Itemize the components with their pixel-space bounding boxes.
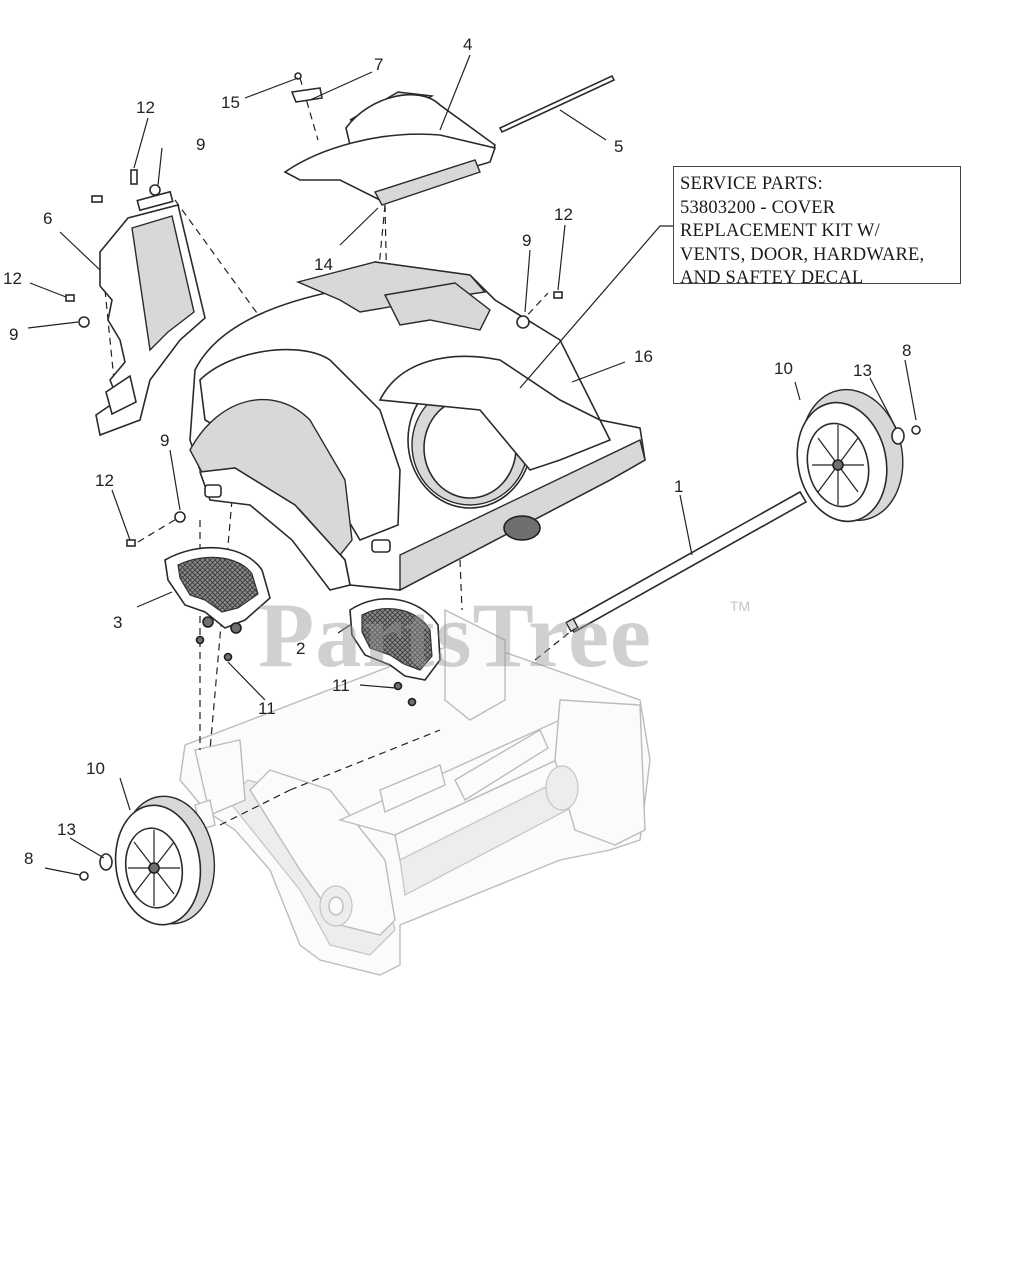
- bolt-12-right: [553, 291, 563, 299]
- part-10-left-wheel: [114, 795, 216, 926]
- bolt-top-left: [91, 195, 103, 203]
- callout-12-right: 12: [554, 205, 573, 224]
- callout-8-left: 8: [24, 849, 33, 868]
- callout-11-right: 11: [258, 699, 276, 718]
- part-3-left-vent: [164, 546, 271, 662]
- callout-numbers: 1 2 3 4 5 6 7 8 8 9 9 9 9 10 10 11 11 12…: [3, 35, 911, 868]
- callout-9-mid: 9: [160, 431, 169, 450]
- nut-9-left: [78, 316, 90, 328]
- callout-13-right: 13: [853, 361, 872, 380]
- service-note-line-3: REPLACEMENT KIT W/: [680, 221, 880, 241]
- service-parts-note: SERVICE PARTS: 53803200 - COVER REPLACEM…: [673, 166, 961, 288]
- callout-7: 7: [374, 55, 383, 74]
- nut-9-top: [149, 184, 161, 196]
- callout-8-right: 8: [902, 341, 911, 360]
- callout-10-left: 10: [86, 759, 105, 778]
- washer-13-right: [891, 427, 905, 445]
- callout-2: 2: [296, 639, 305, 658]
- part-6-side-panel: [95, 190, 206, 437]
- callout-12-mid: 12: [95, 471, 114, 490]
- callout-1: 1: [674, 477, 683, 496]
- callout-15: 15: [221, 93, 240, 112]
- service-note-line-5: AND SAFTEY DECAL: [680, 268, 864, 288]
- service-note-line-4: VENTS, DOOR, HARDWARE,: [680, 244, 925, 265]
- callout-16: 16: [634, 347, 653, 366]
- callout-3: 3: [113, 613, 122, 632]
- nut-8-right: [911, 425, 921, 435]
- callout-10-right: 10: [774, 359, 793, 378]
- part-7-tab: [290, 87, 323, 103]
- part-2-right-vent: [349, 598, 441, 707]
- chassis-frame: [179, 608, 651, 976]
- callout-14: 14: [314, 255, 333, 274]
- callout-9-left: 9: [9, 325, 18, 344]
- part-1-axle: [565, 490, 808, 634]
- bolt-12-top: [130, 169, 138, 185]
- watermark-trademark: TM: [730, 598, 751, 614]
- part-16-cover: [189, 261, 646, 592]
- callout-9-top: 9: [196, 135, 205, 154]
- nut-9-mid: [174, 511, 186, 523]
- callout-9-right: 9: [522, 231, 531, 250]
- part-10-right-wheel: [796, 388, 904, 523]
- part-4-chute-deflector: [283, 91, 497, 206]
- callout-4: 4: [463, 35, 472, 54]
- part-5-rod: [498, 74, 616, 134]
- service-note-line-2: 53803200 - COVER: [680, 197, 836, 218]
- hardware-items: [65, 169, 921, 881]
- nut-8-left: [79, 871, 89, 881]
- watermark: PartsTree: [258, 584, 652, 686]
- leader-lines: [27, 54, 917, 876]
- callout-12-left: 12: [3, 269, 22, 288]
- service-note-line-1: SERVICE PARTS:: [680, 174, 823, 194]
- callout-5: 5: [614, 137, 623, 156]
- callout-6: 6: [43, 209, 52, 228]
- callout-12-top: 12: [136, 98, 155, 117]
- nut-9-right: [516, 315, 530, 329]
- callout-13-left: 13: [57, 820, 76, 839]
- bolt-12-left: [65, 294, 75, 302]
- bolt-12-mid: [126, 539, 136, 547]
- callout-11-left: 11: [332, 676, 350, 695]
- part-15-pin: [294, 72, 302, 80]
